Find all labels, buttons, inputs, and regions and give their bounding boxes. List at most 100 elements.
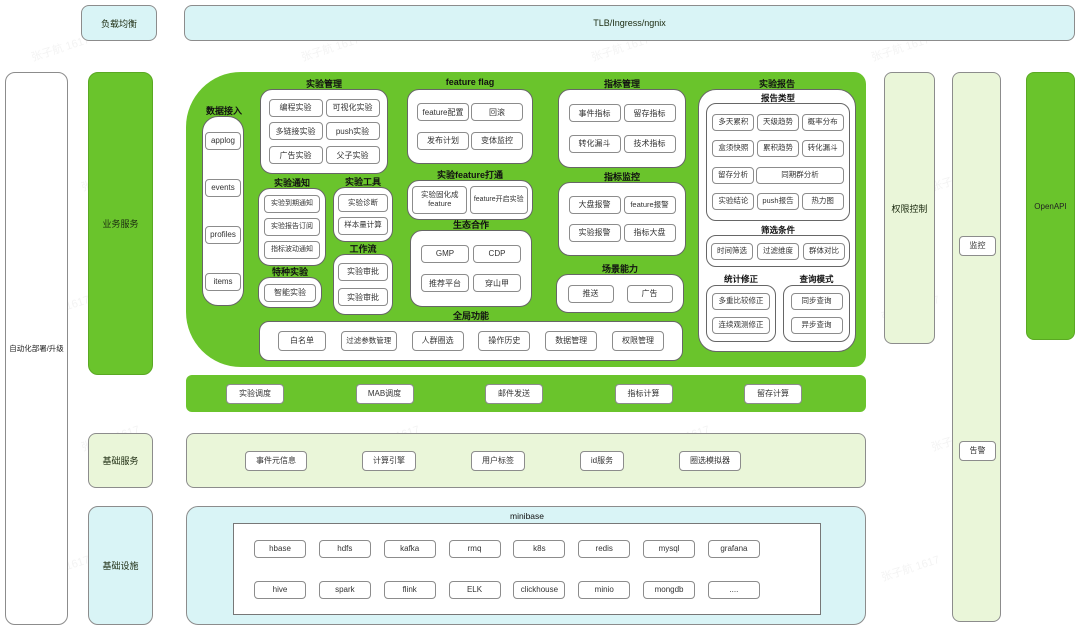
feature-flag-node: feature配置	[417, 103, 469, 122]
workflow-node: 实验审批	[338, 262, 388, 281]
global-features-group: 白名单 过滤参数管理 人群圈选 操作历史 数据管理 权限管理	[259, 321, 683, 361]
experiment-notice-title: 实验通知	[273, 178, 310, 188]
infra-node: hbase	[254, 539, 306, 558]
eco-coop-title: 生态合作	[452, 220, 489, 230]
scheduler-bar: 实验调度 MAB调度 邮件发送 指标计算 留存计算	[186, 375, 866, 412]
experiment-mgmt-node: 编程实验	[268, 98, 323, 117]
stat-correction-node: 多重比较修正	[712, 293, 770, 311]
eco-coop-group: GMP CDP 推荐平台 穿山甲	[410, 230, 532, 307]
report-type-node: 实验结论	[712, 193, 755, 211]
watermark: 张子航 1617	[879, 553, 942, 585]
metric-monitor-node: 实验报警	[568, 224, 621, 242]
basic-service-node: id服务	[580, 450, 624, 471]
feature-flag-node: 回滚	[471, 103, 523, 122]
eco-coop-node: 穿山甲	[473, 274, 521, 293]
metric-mgmt-node: 技术指标	[623, 134, 676, 153]
metric-mgmt-group: 事件指标 留存指标 转化漏斗 技术指标	[558, 89, 686, 168]
global-feature-node: 权限管理	[611, 331, 664, 351]
business-panel: 数据接入 applog events profiles items 实验管理 编…	[186, 72, 866, 367]
global-feature-node: 白名单	[278, 331, 326, 351]
data-access-title: 数据接入	[205, 106, 242, 116]
metric-mgmt-node: 事件指标	[568, 104, 621, 123]
infra-node: mysql	[643, 539, 696, 558]
infra-node: hdfs	[318, 539, 371, 558]
special-experiment-node: 智能实验	[264, 283, 316, 302]
filters-group: 时间筛选 过滤维度 群体对比	[706, 235, 850, 267]
experiment-notice-node: 指标波动通知	[264, 240, 320, 259]
global-features-title: 全局功能	[452, 311, 489, 321]
metric-monitor-node: feature报警	[623, 196, 676, 214]
global-feature-node: 过滤参数管理	[340, 331, 397, 351]
stat-correction-node: 连续观测修正	[712, 316, 770, 334]
permission-control-rail: 权限控制	[884, 72, 935, 344]
global-feature-node: 操作历史	[478, 331, 531, 351]
feature-flag-group: feature配置 回滚 发布计划 变体监控	[407, 89, 533, 164]
infrastructure-bar: minibase hbase hdfs kafka rmq k8s redis …	[186, 506, 866, 625]
scheduler-node: 指标计算	[614, 383, 673, 404]
infra-node: rmq	[448, 539, 501, 558]
filter-node: 时间筛选	[711, 242, 753, 260]
report-type-node: 留存分析	[712, 166, 754, 184]
filter-node: 群体对比	[803, 242, 845, 260]
data-access-group: applog events profiles items	[202, 116, 244, 306]
experiment-report-title: 实验报告	[758, 79, 795, 89]
experiment-tools-node: 实验诊断	[338, 194, 388, 213]
exp-feature-bridge-node: 实验固化成feature	[412, 186, 468, 214]
global-feature-node: 数据管理	[545, 331, 598, 351]
infra-node: ....	[707, 580, 760, 599]
exp-feature-bridge-group: 实验固化成feature feature开启实验	[407, 180, 533, 220]
infra-node: minio	[578, 580, 631, 599]
minibase-group: hbase hdfs kafka rmq k8s redis mysql gra…	[233, 523, 821, 615]
infra-node: flink	[383, 580, 436, 599]
minibase-title: minibase	[509, 511, 545, 521]
metric-monitor-group: 大盘报警 feature报警 实验报警 指标大盘	[558, 182, 686, 256]
scheduler-node: 邮件发送	[485, 383, 543, 404]
report-type-node: 同期群分析	[756, 166, 844, 184]
special-experiment-title: 特种实验	[271, 267, 308, 277]
data-access-node: items	[205, 272, 241, 291]
monitor-alert-rail: 监控 告警	[952, 72, 1001, 622]
monitor-node: 监控	[959, 236, 996, 256]
experiment-mgmt-group: 编程实验 可视化实验 多链接实验 push实验 广告实验 父子实验	[260, 89, 388, 174]
feature-flag-node: 发布计划	[417, 131, 469, 150]
infra-node: kafka	[383, 539, 436, 558]
load-balancer-node: 负载均衡	[81, 5, 157, 41]
experiment-tools-title: 实验工具	[344, 177, 381, 187]
experiment-notice-group: 实验到期通知 实验报告订阅 指标波动通知	[258, 188, 326, 266]
infra-node: hive	[254, 580, 306, 599]
feature-flag-title: feature flag	[445, 77, 495, 87]
filter-node: 过滤维度	[757, 242, 799, 260]
eco-coop-node: CDP	[473, 244, 521, 263]
data-access-node: events	[205, 178, 241, 197]
scene-ability-title: 场景能力	[601, 264, 638, 274]
query-mode-title: 查询模式	[799, 274, 834, 284]
gateway-node: TLB/Ingress/ngnix	[184, 5, 1075, 41]
report-type-node: 天级趋势	[756, 113, 799, 131]
data-access-node: profiles	[205, 225, 241, 244]
metric-mgmt-node: 转化漏斗	[568, 134, 621, 153]
infra-node: redis	[578, 539, 631, 558]
experiment-tools-group: 实验诊断 样本量计算	[333, 187, 393, 242]
infra-node: clickhouse	[513, 580, 566, 599]
alert-node: 告警	[959, 441, 996, 461]
experiment-report-group: 报告类型 多天累积 天级趋势 概率分布 盒须快照 累积趋势 转化漏斗 留存分析 …	[698, 89, 856, 352]
infra-node: spark	[318, 580, 371, 599]
workflow-node: 实验审批	[338, 288, 388, 307]
report-type-node: 累积趋势	[756, 140, 799, 158]
infrastructure-label: 基础设施	[88, 506, 153, 625]
infra-node: mongdb	[643, 580, 696, 599]
query-mode-node: 异步查询	[790, 316, 843, 334]
infra-node: k8s	[513, 539, 566, 558]
exp-feature-bridge-title: 实验feature打通	[436, 170, 503, 180]
experiment-tools-node: 样本量计算	[338, 216, 388, 235]
global-feature-node: 人群圈选	[411, 331, 464, 351]
business-services-rail: 业务服务	[88, 72, 153, 375]
exp-feature-bridge-node: feature开启实验	[469, 186, 528, 214]
experiment-notice-node: 实验报告订阅	[264, 217, 320, 236]
query-mode-node: 同步查询	[790, 293, 843, 311]
data-access-node: applog	[205, 131, 241, 150]
report-types-title: 报告类型	[760, 93, 795, 103]
workflow-group: 实验审批 实验审批	[333, 254, 393, 315]
metric-mgmt-title: 指标管理	[603, 79, 640, 89]
